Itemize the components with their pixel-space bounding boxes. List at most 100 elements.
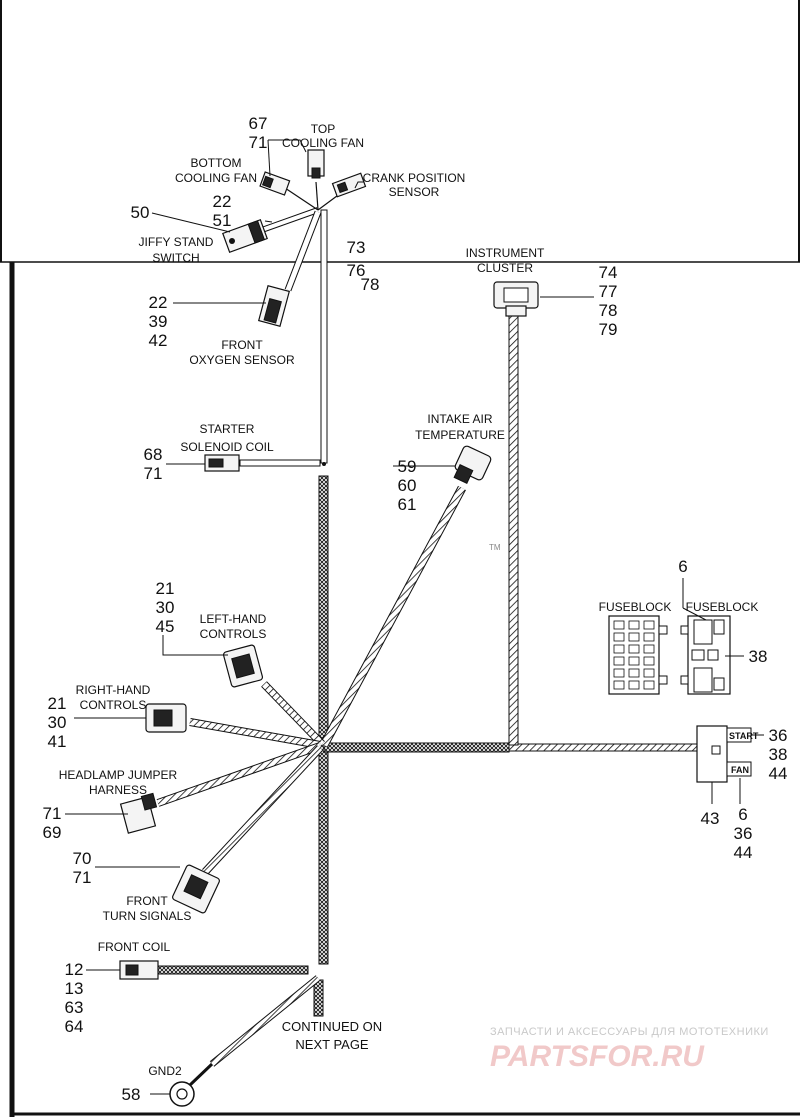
fuse-slot: [613, 620, 625, 630]
jiffy-stand-label-2: SWITCH: [152, 251, 199, 265]
callout-headlamp-1: 71: [43, 804, 62, 823]
callout-relay-bottom-left: 43: [701, 809, 720, 828]
callout-oxygen-1: 22: [149, 293, 168, 312]
gnd2-ring-terminal: [169, 1062, 214, 1107]
front-coil-connector: [119, 960, 159, 980]
fuse-slot: [643, 644, 655, 654]
top-cooling-fan-connector: [307, 149, 325, 179]
left-hand-controls-label-1: LEFT-HAND: [200, 612, 267, 626]
callout-starter-1: 68: [144, 445, 163, 464]
callout-right-hand-3: 41: [48, 732, 67, 751]
headlamp-jumper-label-2: HARNESS: [89, 783, 147, 797]
callout-crank-3: 78: [361, 275, 380, 294]
bottom-cooling-fan-connector: [259, 171, 291, 196]
front-turn-signals-connector: [172, 864, 220, 914]
crank-position-sensor-connector: [331, 172, 367, 198]
callout-intake-3: 61: [398, 495, 417, 514]
fuse-slot: [613, 680, 625, 690]
callout-top-fan-1: 67: [249, 114, 268, 133]
callout-instrument-3: 78: [599, 301, 618, 320]
continued-label-2: NEXT PAGE: [295, 1037, 369, 1052]
callout-relay-right-2: 38: [769, 745, 788, 764]
callout-top-fan-2: 71: [249, 133, 268, 152]
instrument-cluster-label-1: INSTRUMENT: [466, 246, 545, 260]
jiffy-stand-switch-connector: [222, 218, 268, 254]
callout-left-hand-3: 45: [156, 617, 175, 636]
front-coil-label: FRONT COIL: [98, 940, 171, 954]
intake-air-label-1: INTAKE AIR: [427, 412, 492, 426]
fuse-slot: [643, 668, 655, 678]
callout-relay-right-1: 36: [769, 726, 788, 745]
callout-relay-bottom-right-1: 6: [738, 805, 747, 824]
callout-left-hand-1: 21: [156, 579, 175, 598]
bottom-cooling-fan-label-1: BOTTOM: [190, 156, 241, 170]
front-oxygen-sensor-label-1: FRONT: [221, 338, 263, 352]
top-cooling-fan-label-2: COOLING FAN: [282, 136, 364, 150]
continued-label-1: CONTINUED ON: [282, 1019, 382, 1034]
jiffy-stand-label-1: JIFFY STAND: [139, 235, 214, 249]
fuse-slot: [643, 620, 655, 630]
right-hand-controls-label-2: CONTROLS: [80, 698, 147, 712]
fuse-slot: [613, 644, 625, 654]
fuse-slot: [643, 632, 655, 642]
callout-fuseblock-side: 38: [749, 647, 768, 666]
callout-intake-1: 59: [398, 457, 417, 476]
headlamp-jumper-connector: [119, 792, 158, 834]
relay-start-label: START: [729, 731, 759, 741]
fuse-slot: [628, 656, 640, 666]
callout-jiffy-a: 50: [131, 203, 150, 222]
callout-front-coil-1: 12: [65, 960, 84, 979]
intake-air-temperature-connector: [453, 445, 492, 484]
fuseblock-left-label: FUSEBLOCK: [599, 600, 672, 614]
front-oxygen-sensor-label-2: OXYGEN SENSOR: [189, 353, 295, 367]
callout-intake-2: 60: [398, 476, 417, 495]
fuse-slot: [613, 632, 625, 642]
callout-front-coil-4: 64: [65, 1017, 84, 1036]
intake-air-label-2: TEMPERATURE: [415, 428, 505, 442]
callout-instrument-1: 74: [599, 263, 618, 282]
leader-lines: [65, 139, 764, 1095]
relay-block: START FAN: [696, 725, 759, 783]
fuse-slot: [643, 656, 655, 666]
watermark: ЗАПЧАСТИ И АКСЕССУАРЫ ДЛЯ МОТОТЕХНИКИ PA…: [490, 1026, 769, 1073]
callout-gnd2: 58: [122, 1085, 141, 1104]
callout-front-coil-2: 13: [65, 979, 84, 998]
callout-left-hand-2: 30: [156, 598, 175, 617]
callout-jiffy-b-2: 51: [213, 211, 232, 230]
fuseblock-left: [608, 615, 668, 695]
crank-position-sensor-label-2: SENSOR: [389, 185, 440, 199]
callout-jiffy-b-1: 22: [213, 192, 232, 211]
callout-oxygen-3: 42: [149, 331, 168, 350]
crank-position-sensor-label-1: CRANK POSITION: [363, 171, 466, 185]
watermark-logo: PARTSFOR.RU: [490, 1040, 705, 1073]
gnd2-label: GND2: [148, 1064, 182, 1078]
instrument-cluster-label-2: CLUSTER: [477, 261, 533, 275]
fuse-slot: [628, 680, 640, 690]
starter-solenoid-label-2: SOLENOID COIL: [180, 440, 274, 454]
callout-relay-right-3: 44: [769, 764, 788, 783]
front-turn-signals-label-1: FRONT: [126, 894, 168, 908]
fuseblock-right-label: FUSEBLOCK: [686, 600, 759, 614]
fuse-slot: [643, 680, 655, 690]
fuse-slot: [613, 668, 625, 678]
right-hand-controls-label-1: RIGHT-HAND: [76, 683, 151, 697]
callout-right-hand-1: 21: [48, 694, 67, 713]
fuse-slot: [628, 644, 640, 654]
callout-starter-2: 71: [144, 464, 163, 483]
top-cooling-fan-label-1: TOP: [311, 122, 335, 136]
left-hand-controls-label-2: CONTROLS: [200, 627, 267, 641]
instrument-cluster-connector: [493, 281, 539, 317]
front-turn-signals-label-2: TURN SIGNALS: [103, 909, 192, 923]
callout-crank-2: 76: [347, 261, 366, 280]
callout-instrument-4: 79: [599, 320, 618, 339]
headlamp-jumper-label-1: HEADLAMP JUMPER: [59, 768, 178, 782]
watermark-line1: ЗАПЧАСТИ И АКСЕССУАРЫ ДЛЯ МОТОТЕХНИКИ: [490, 1026, 769, 1038]
relay-fan-label: FAN: [731, 765, 749, 775]
fuseblock-right: [680, 615, 731, 695]
callout-turn-signals-2: 71: [73, 868, 92, 887]
callout-front-coil-3: 63: [65, 998, 84, 1017]
component-labels: TOP COOLING FAN BOTTOM COOLING FAN CRANK…: [59, 122, 759, 1078]
fuse-slot: [628, 668, 640, 678]
